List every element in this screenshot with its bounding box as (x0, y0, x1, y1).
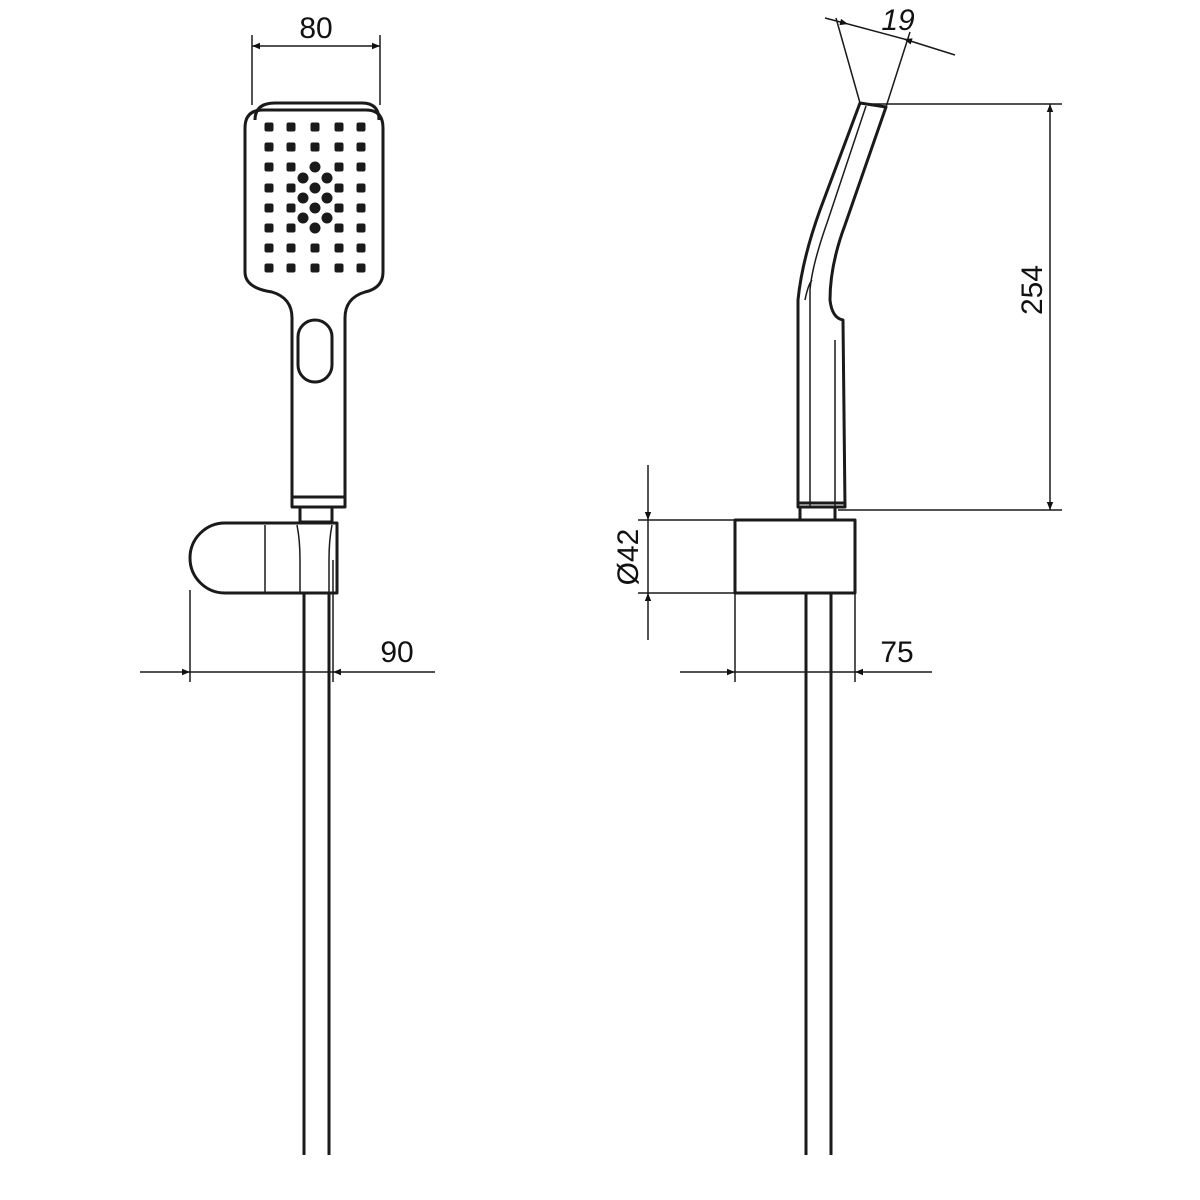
dimension-holder-diameter: Ø42 (612, 465, 735, 640)
nozzle (334, 243, 344, 253)
spray-button (296, 318, 334, 384)
nozzle (286, 122, 296, 132)
dimension-length: 254 (838, 103, 1062, 511)
front-view: 80 90 (140, 12, 435, 1155)
nozzle (356, 243, 366, 253)
shower-head-side (796, 101, 888, 509)
nozzle (286, 162, 296, 172)
nozzle (286, 263, 296, 273)
nozzle (356, 223, 366, 233)
nozzle-round (297, 172, 309, 184)
nozzle (310, 122, 320, 132)
dimension-label: 254 (1016, 265, 1049, 315)
hose-front (302, 593, 331, 1155)
nozzle (334, 122, 344, 132)
dimension-label: 90 (380, 636, 413, 669)
wall-holder-side (733, 518, 857, 595)
nozzle (334, 142, 344, 152)
connector-side (798, 507, 837, 520)
nozzle (286, 183, 296, 193)
nozzle (286, 142, 296, 152)
connector (298, 507, 334, 524)
nozzle (286, 243, 296, 253)
nozzle (356, 183, 366, 193)
nozzle (286, 223, 296, 233)
nozzle (286, 203, 296, 213)
nozzle (334, 263, 344, 273)
nozzle (264, 203, 274, 213)
nozzle (356, 162, 366, 172)
nozzle-round (309, 182, 321, 194)
hose-side (804, 593, 833, 1155)
nozzle-round (309, 222, 321, 234)
nozzle (334, 203, 344, 213)
nozzle (310, 263, 320, 273)
dimension-head-thickness: 19 (824, 4, 956, 108)
nozzle-round (321, 212, 333, 224)
dimension-head-width: 80 (251, 12, 381, 105)
nozzle (356, 142, 366, 152)
nozzle (356, 203, 366, 213)
nozzle (264, 142, 274, 152)
nozzle (264, 223, 274, 233)
nozzle-round (297, 212, 309, 224)
nozzle-round (309, 202, 321, 214)
nozzle (334, 162, 344, 172)
nozzle (264, 263, 274, 273)
side-view: 19 254 Ø42 75 (612, 4, 1062, 1155)
shower-head-front (243, 108, 385, 509)
nozzle (356, 263, 366, 273)
nozzle-round (297, 192, 309, 204)
nozzle (310, 142, 320, 152)
nozzle (264, 243, 274, 253)
nozzle (264, 183, 274, 193)
nozzle (310, 243, 320, 253)
dimension-label: 19 (881, 4, 915, 37)
nozzle (334, 183, 344, 193)
nozzle (264, 162, 274, 172)
nozzle (334, 223, 344, 233)
nozzle-round (321, 172, 333, 184)
dimension-holder-depth-side: 75 (680, 593, 932, 682)
dimension-label: Ø42 (612, 529, 645, 586)
nozzle (356, 122, 366, 132)
nozzle-round (309, 161, 321, 173)
dimension-label: 75 (880, 636, 913, 669)
dimension-label: 80 (299, 12, 332, 45)
nozzle-grid (264, 122, 366, 273)
dimension-holder-depth-front: 90 (140, 560, 435, 682)
wall-holder-front (188, 521, 339, 595)
nozzle (264, 122, 274, 132)
nozzle-round (321, 192, 333, 204)
